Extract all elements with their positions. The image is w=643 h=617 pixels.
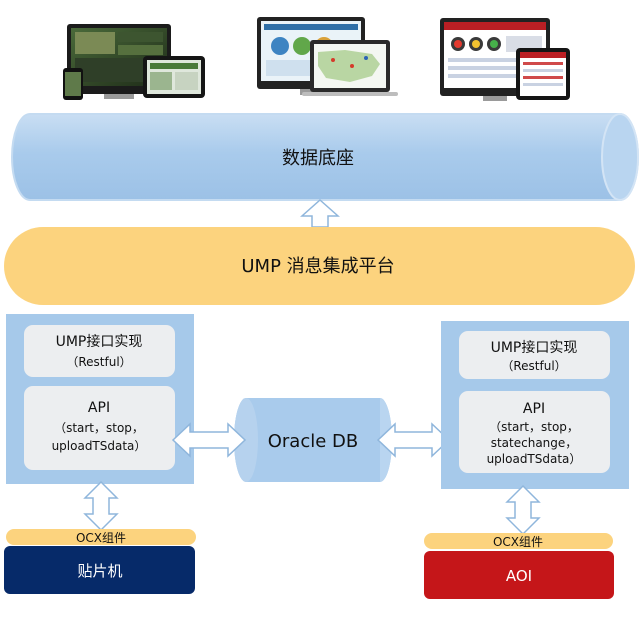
right-api-line-2: statechange， bbox=[491, 436, 578, 450]
right-ump-sub: （Restful） bbox=[501, 359, 566, 373]
left-node: UMP接口实现 （Restful） API （start，stop， uploa… bbox=[6, 314, 194, 484]
oracle-db-cylinder: Oracle DB bbox=[234, 398, 392, 482]
left-db-double-arrow bbox=[171, 422, 247, 458]
left-ocx-label: OCX组件 bbox=[76, 531, 126, 545]
status-dashboard-icon bbox=[440, 18, 570, 101]
right-device-label: AOI bbox=[506, 567, 532, 585]
dashboard-screens-icon bbox=[63, 24, 205, 100]
left-api-title: API bbox=[88, 400, 110, 416]
ump-platform-bar: UMP 消息集成平台 bbox=[4, 227, 635, 305]
left-ump-sub: （Restful） bbox=[66, 355, 131, 369]
right-device-box: AOI bbox=[424, 551, 614, 599]
left-vertical-double-arrow bbox=[83, 480, 119, 532]
ump-platform-label: UMP 消息集成平台 bbox=[241, 256, 394, 277]
right-ocx-bar: OCX组件 bbox=[424, 533, 613, 549]
right-api-title: API bbox=[523, 401, 545, 417]
right-ump-title: UMP接口实现 bbox=[491, 339, 578, 356]
right-api-line-1: （start，stop， bbox=[489, 420, 579, 434]
right-vertical-double-arrow bbox=[505, 484, 541, 536]
data-platform-pipe: 数据底座 bbox=[11, 113, 639, 201]
left-api-line-1: （start，stop， bbox=[54, 421, 144, 435]
left-ump-title: UMP接口实现 bbox=[56, 333, 143, 350]
data-platform-label: 数据底座 bbox=[282, 148, 354, 169]
right-node: UMP接口实现 （Restful） API （start，stop， state… bbox=[441, 321, 629, 489]
left-api-line-2: uploadTSdata） bbox=[52, 439, 147, 453]
right-api-line-3: uploadTSdata） bbox=[487, 452, 582, 466]
up-arrow-icon bbox=[300, 198, 340, 228]
right-ocx-label: OCX组件 bbox=[493, 535, 543, 549]
left-device-box: 贴片机 bbox=[4, 546, 195, 594]
left-device-label: 贴片机 bbox=[77, 562, 122, 580]
oracle-db-label: Oracle DB bbox=[268, 431, 359, 452]
left-ocx-bar: OCX组件 bbox=[6, 529, 196, 545]
map-dashboard-icon bbox=[257, 17, 398, 96]
